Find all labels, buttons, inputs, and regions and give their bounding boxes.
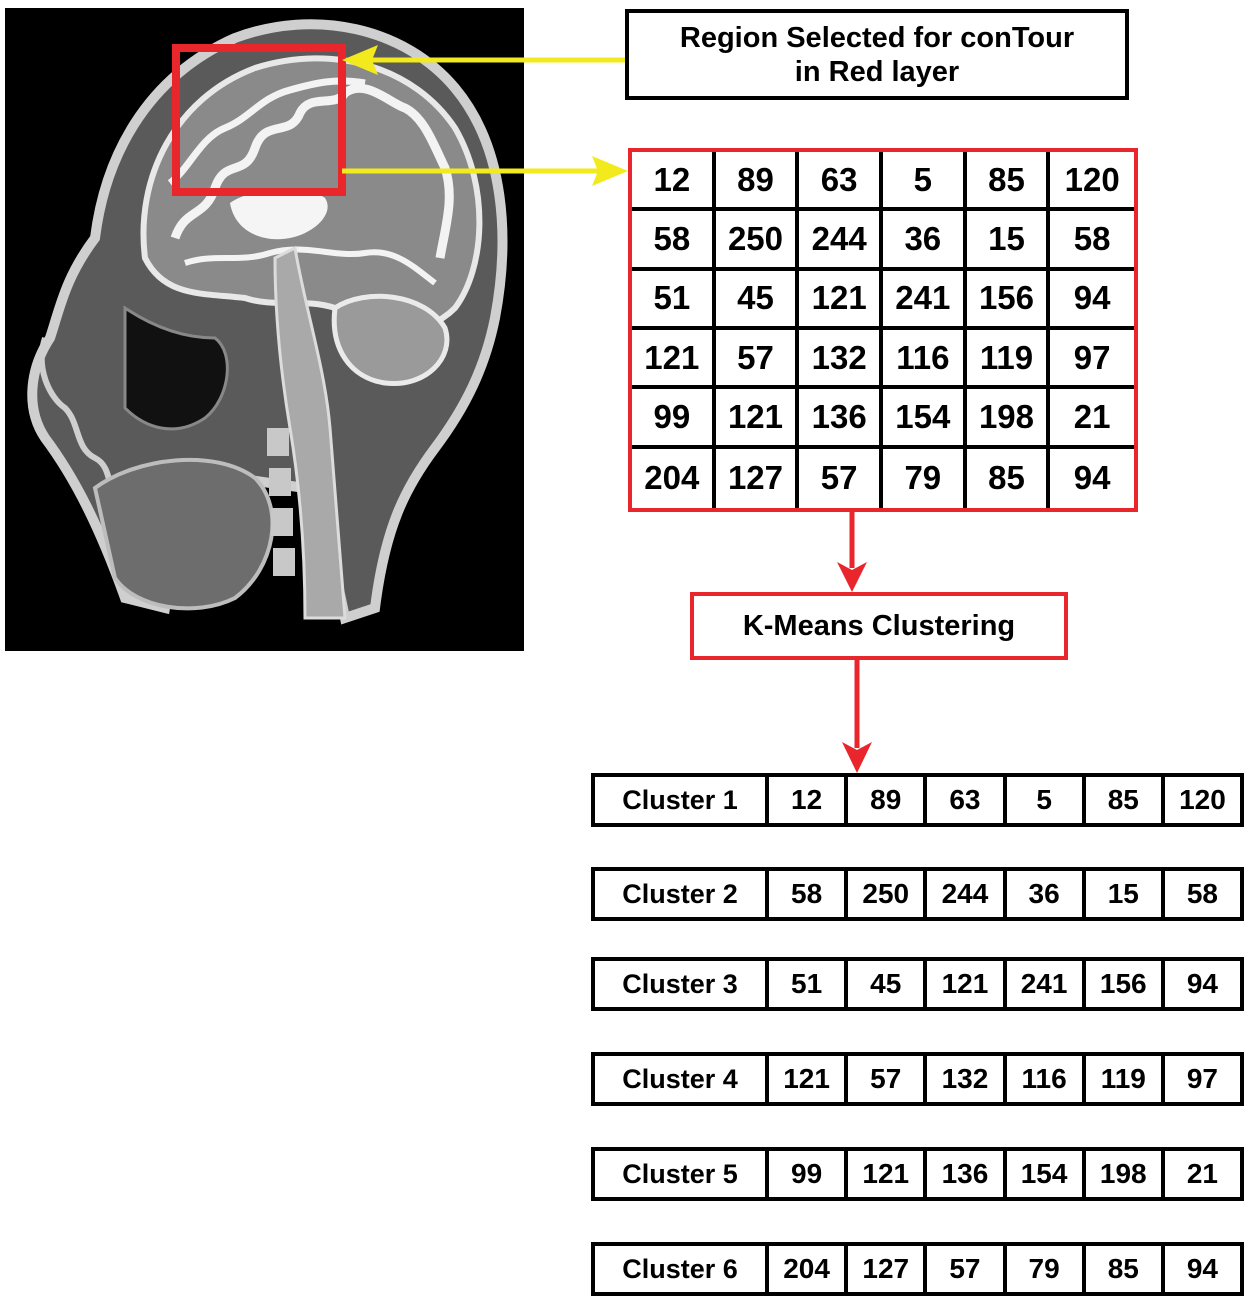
- red-arrowhead-kmeans: [837, 562, 867, 592]
- matrix-cell: 119: [966, 329, 1051, 390]
- cluster-label: Cluster 2: [595, 871, 769, 917]
- matrix-cell: 79: [883, 448, 967, 508]
- mri-brain-image: [5, 8, 524, 651]
- cluster-value-cell: 97: [1186, 1063, 1219, 1094]
- matrix-cell: 121: [632, 329, 716, 390]
- cluster-label: Cluster 5: [595, 1151, 769, 1197]
- cluster-label: Cluster 1: [595, 777, 769, 823]
- matrix-cell: 120: [1050, 152, 1134, 212]
- matrix-cell: 116: [882, 329, 967, 390]
- cluster-value-cell: 121: [848, 1151, 928, 1197]
- selected-region-marker: [172, 44, 346, 196]
- matrix-cell: 15: [966, 211, 1051, 271]
- cluster-label: Cluster 4: [595, 1056, 769, 1102]
- matrix-cell: 94: [1050, 271, 1134, 330]
- matrix-cell: 58: [632, 211, 716, 271]
- matrix-cell: 36: [882, 211, 967, 271]
- matrix-cell: 63: [799, 152, 883, 212]
- matrix-cell: 57: [715, 329, 800, 390]
- cluster-value-cell: 116: [1007, 1056, 1086, 1102]
- cluster-value-cell: 89: [848, 777, 928, 823]
- cluster-value-cell: 244: [927, 871, 1007, 917]
- cluster-value-cell: 5: [1007, 777, 1086, 823]
- cluster-value-cell: 121: [927, 961, 1007, 1007]
- cluster-value-cell: 121: [769, 1056, 849, 1102]
- matrix-cell: 89: [715, 152, 800, 212]
- cluster-value-cell: 132: [927, 1056, 1007, 1102]
- matrix-cell: 57: [799, 448, 883, 508]
- cluster-value-cell: 127: [848, 1246, 928, 1292]
- matrix-cell: 244: [799, 211, 883, 271]
- matrix-cell: 121: [715, 389, 800, 449]
- cluster-value-cell: 94: [1186, 968, 1219, 999]
- matrix-cell: 136: [799, 389, 883, 449]
- matrix-cell: 85: [967, 448, 1051, 508]
- yellow-arrowhead-matrix: [592, 156, 628, 186]
- matrix-cell: 45: [715, 270, 800, 330]
- cluster-value-cell: 198: [1086, 1151, 1165, 1197]
- matrix-cell: 127: [716, 448, 800, 508]
- matrix-cell: 132: [799, 329, 883, 390]
- matrix-cell: 198: [966, 389, 1051, 449]
- matrix-cell: 12: [632, 152, 716, 212]
- matrix-cell: 250: [715, 211, 800, 271]
- cluster-value-cell: 36: [1007, 871, 1086, 917]
- cluster-value-cell: 120: [1179, 784, 1226, 815]
- cluster-value-cell: 58: [1186, 878, 1219, 909]
- matrix-cell: 204: [632, 448, 716, 508]
- cluster-value-cell: 241: [1007, 961, 1086, 1007]
- cluster-value-cell: 99: [769, 1151, 849, 1197]
- matrix-cell: 241: [882, 270, 967, 330]
- cluster-value-cell: 63: [927, 777, 1007, 823]
- matrix-cell: 5: [882, 152, 967, 212]
- matrix-cell: 51: [632, 270, 716, 330]
- matrix-cell: 156: [966, 270, 1051, 330]
- cluster-value-cell: 57: [927, 1246, 1007, 1292]
- cluster-value-cell: 58: [769, 871, 849, 917]
- matrix-cell: 121: [799, 270, 883, 330]
- cluster-value-cell: 45: [848, 961, 928, 1007]
- kmeans-box: K-Means Clustering: [690, 592, 1068, 660]
- matrix-cell: 94: [1073, 459, 1111, 497]
- cluster-value-cell: 119: [1086, 1056, 1165, 1102]
- region-label-text: Region Selected for conTour in Red layer: [679, 21, 1075, 88]
- matrix-cell: 97: [1050, 330, 1134, 390]
- matrix-cell: 154: [882, 389, 967, 449]
- cluster-label: Cluster 3: [595, 961, 769, 1007]
- cluster-value-cell: 94: [1186, 1253, 1219, 1284]
- cluster-label: Cluster 6: [595, 1246, 769, 1292]
- kmeans-label: K-Means Clustering: [742, 609, 1016, 642]
- cluster-value-cell: 79: [1007, 1246, 1086, 1292]
- cluster-value-cell: 156: [1086, 961, 1165, 1007]
- cluster-value-cell: 15: [1086, 871, 1165, 917]
- mri-illustration: [5, 8, 524, 651]
- cluster-value-cell: 85: [1086, 1246, 1165, 1292]
- cluster-value-cell: 136: [927, 1151, 1007, 1197]
- matrix-cell: 21: [1050, 389, 1134, 449]
- cluster-value-cell: 250: [848, 871, 928, 917]
- matrix-cell: 99: [632, 389, 716, 449]
- cluster-value-cell: 12: [769, 777, 849, 823]
- cluster-value-cell: 154: [1007, 1151, 1086, 1197]
- cluster-value-cell: 57: [848, 1056, 928, 1102]
- matrix-cell: 58: [1050, 211, 1134, 271]
- matrix-cell: 85: [966, 152, 1051, 212]
- region-label-box: Region Selected for conTour in Red layer: [625, 9, 1129, 100]
- cluster-value-cell: 85: [1086, 777, 1165, 823]
- cluster-value-cell: 204: [769, 1246, 849, 1292]
- cluster-value-cell: 21: [1186, 1158, 1219, 1189]
- cluster-value-cell: 51: [769, 961, 849, 1007]
- red-arrowhead-clusters: [842, 742, 872, 773]
